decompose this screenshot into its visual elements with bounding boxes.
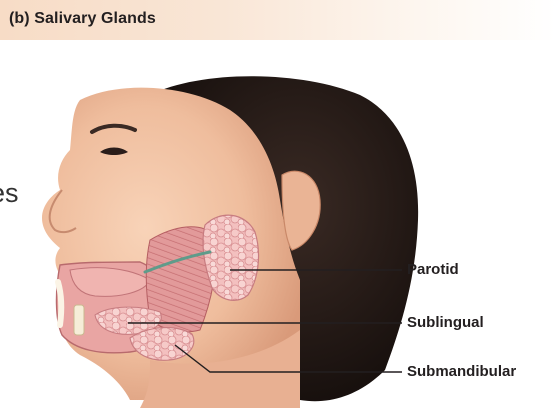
parotid-gland bbox=[202, 214, 260, 301]
submandibular-leader-line bbox=[174, 344, 402, 373]
parotid-label: Parotid bbox=[407, 261, 459, 278]
tongue bbox=[69, 267, 151, 297]
ear-shape bbox=[281, 170, 321, 251]
neck-shape bbox=[140, 330, 300, 408]
eyebrow bbox=[90, 123, 137, 134]
sublingual-gland bbox=[94, 306, 162, 335]
submandibular-gland bbox=[129, 327, 195, 361]
teeth-row bbox=[55, 279, 65, 328]
cropped-text-fragment: es bbox=[0, 178, 19, 208]
incisor bbox=[73, 304, 85, 336]
figure-title: (b) Salivary Glands bbox=[9, 10, 156, 27]
parotid-duct bbox=[143, 250, 212, 274]
submandibular-label: Submandibular bbox=[407, 363, 517, 380]
sublingual-label: Sublingual bbox=[407, 314, 484, 331]
header-bar: (b) Salivary Glands bbox=[0, 0, 556, 40]
nose bbox=[48, 189, 77, 234]
eye bbox=[100, 147, 128, 155]
